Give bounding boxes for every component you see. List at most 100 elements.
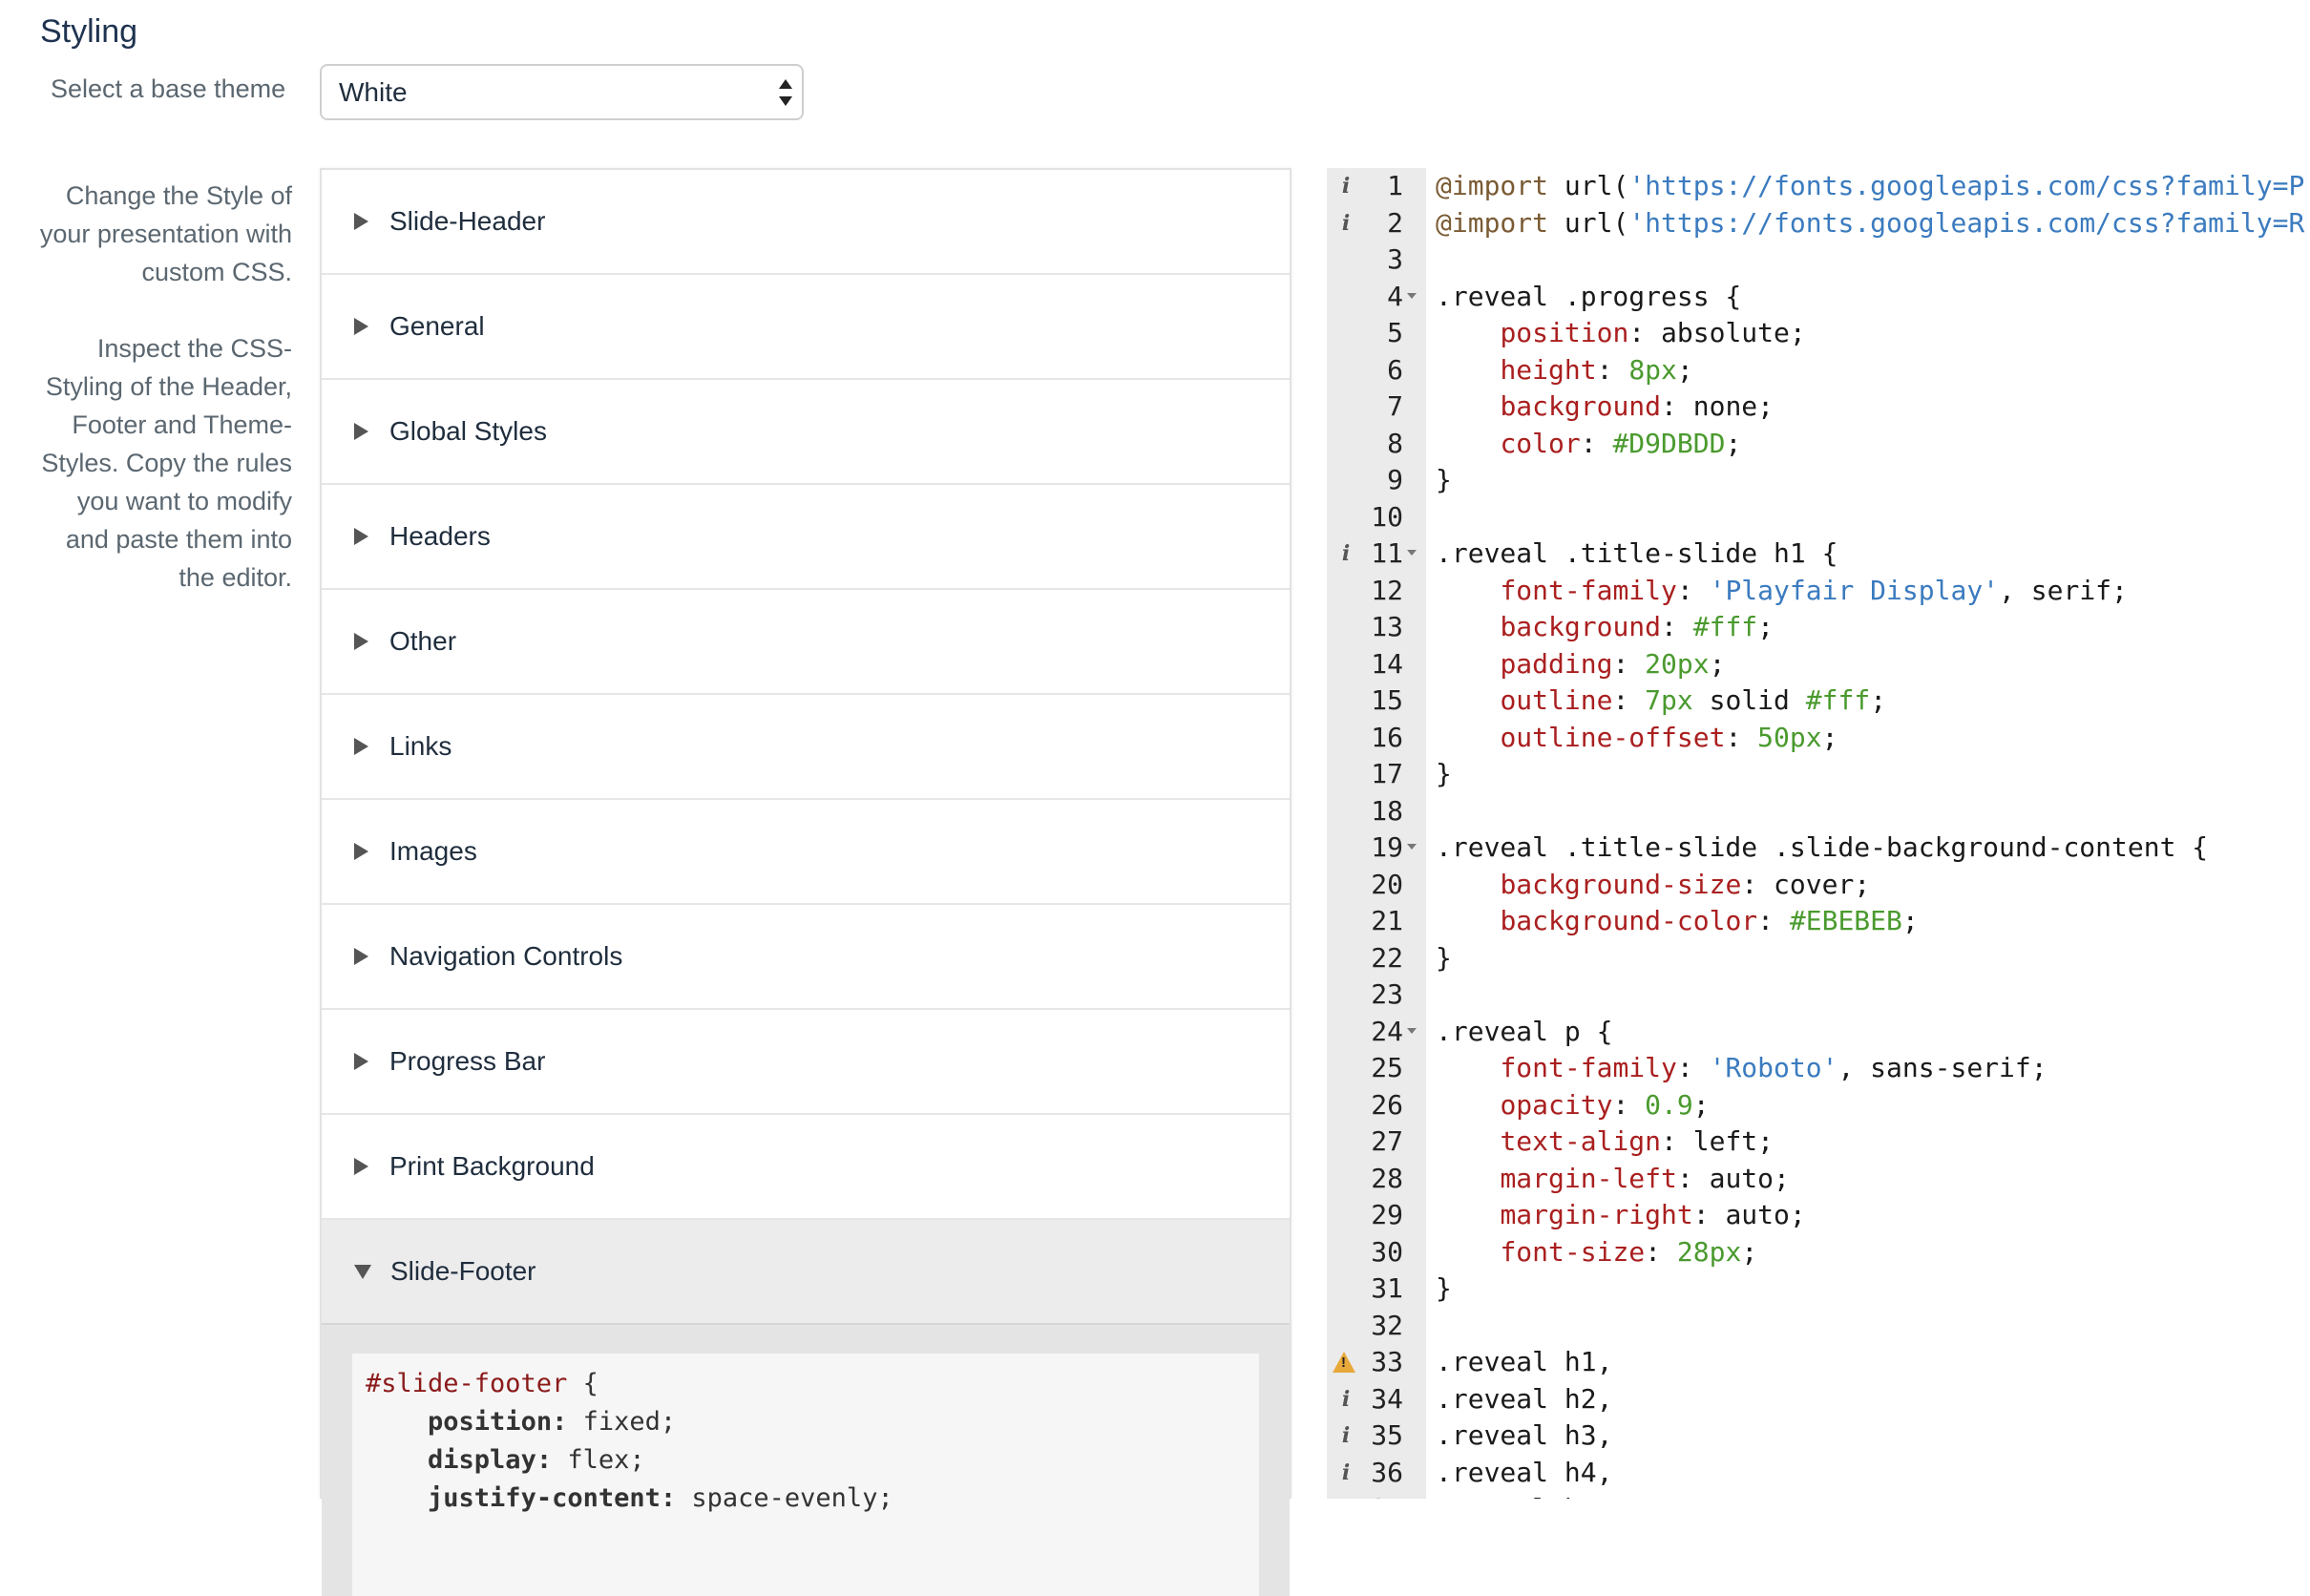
editor-line[interactable]: 26 opacity: 0.9; xyxy=(1327,1087,2310,1124)
editor-line[interactable]: 18 xyxy=(1327,793,2310,830)
editor-line[interactable]: 8 color: #D9DBDD; xyxy=(1327,426,2310,463)
editor-line[interactable]: 7 background: none; xyxy=(1327,388,2310,426)
editor-line[interactable]: 3 xyxy=(1327,242,2310,279)
fold-arrow-icon[interactable] xyxy=(1407,550,1417,556)
triangle-down-icon xyxy=(354,1265,371,1279)
line-content: outline: 7px solid #fff; xyxy=(1436,682,1886,720)
triangle-right-icon xyxy=(354,738,368,755)
editor-line[interactable]: 21 background-color: #EBEBEB; xyxy=(1327,903,2310,940)
editor-line[interactable]: 28 margin-left: auto; xyxy=(1327,1161,2310,1198)
editor-line[interactable]: 32 xyxy=(1327,1308,2310,1345)
line-content: .reveal .title-slide .slide-background-c… xyxy=(1436,830,2208,867)
accordion-item-other[interactable]: Other xyxy=(322,590,1290,695)
line-content: position: absolute; xyxy=(1436,315,1806,352)
code-token: : left; xyxy=(1661,1125,1774,1157)
css-code-editor[interactable]: i1@import url('https://fonts.googleapis.… xyxy=(1327,168,2310,1499)
accordion-item-progress-bar[interactable]: Progress Bar xyxy=(322,1010,1290,1115)
editor-line[interactable]: 12 font-family: 'Playfair Display', seri… xyxy=(1327,573,2310,610)
accordion-item-navigation-controls[interactable]: Navigation Controls xyxy=(322,905,1290,1010)
accordion-item-images[interactable]: Images xyxy=(322,800,1290,905)
line-content: } xyxy=(1436,1270,1452,1308)
line-content: outline-offset: 50px; xyxy=(1436,720,1838,757)
line-content: height: 8px; xyxy=(1436,352,1693,389)
code-token: solid xyxy=(1693,684,1806,716)
line-content: background: none; xyxy=(1436,388,1774,426)
line-number: 8 xyxy=(1327,426,1403,463)
code-token xyxy=(1436,905,1500,936)
code-token: : xyxy=(1757,905,1790,936)
code-token: fixed; xyxy=(567,1407,676,1437)
line-number: 20 xyxy=(1327,867,1403,904)
footer-code-line: #slide-footer { xyxy=(366,1365,1246,1403)
editor-line[interactable]: i2@import url('https://fonts.googleapis.… xyxy=(1327,205,2310,242)
editor-line[interactable]: 24.reveal p { xyxy=(1327,1014,2310,1051)
editor-line[interactable]: 13 background: #fff; xyxy=(1327,609,2310,646)
editor-line[interactable]: 10 xyxy=(1327,499,2310,536)
editor-line[interactable]: 5 position: absolute; xyxy=(1327,315,2310,352)
accordion-item-label: Headers xyxy=(389,521,491,552)
line-number: 21 xyxy=(1327,903,1403,940)
line-number: 29 xyxy=(1327,1197,1403,1234)
help-text-inspect: Inspect the CSS-Styling of the Header, F… xyxy=(29,329,292,597)
code-token: ; xyxy=(1757,611,1774,642)
editor-line[interactable]: 20 background-size: cover; xyxy=(1327,867,2310,904)
editor-line[interactable]: 6 height: 8px; xyxy=(1327,352,2310,389)
editor-line[interactable]: 4.reveal .progress { xyxy=(1327,279,2310,316)
accordion-item-slide-footer[interactable]: Slide-Footer xyxy=(322,1220,1290,1325)
editor-line[interactable]: 22} xyxy=(1327,940,2310,977)
accordion-item-headers[interactable]: Headers xyxy=(322,485,1290,590)
code-token: #D9DBDD xyxy=(1612,428,1725,459)
editor-line[interactable]: 33.reveal h1, xyxy=(1327,1344,2310,1381)
triangle-right-icon xyxy=(354,528,368,545)
code-token: ; xyxy=(1741,1236,1757,1268)
line-number: 15 xyxy=(1327,682,1403,720)
code-token: ; xyxy=(1677,354,1693,386)
code-token: background-size xyxy=(1500,869,1741,900)
line-number: 25 xyxy=(1327,1050,1403,1087)
editor-line[interactable]: 14 padding: 20px; xyxy=(1327,646,2310,683)
editor-line[interactable]: 23 xyxy=(1327,976,2310,1014)
accordion-item-slide-header[interactable]: Slide-Header xyxy=(322,170,1290,275)
accordion-item-print-background[interactable]: Print Background xyxy=(322,1115,1290,1220)
triangle-right-icon xyxy=(354,633,368,650)
line-content: } xyxy=(1436,462,1452,499)
code-token xyxy=(1436,869,1500,900)
accordion-item-links[interactable]: Links xyxy=(322,695,1290,800)
editor-line[interactable]: i34.reveal h2, xyxy=(1327,1381,2310,1418)
editor-line[interactable]: i11.reveal .title-slide h1 { xyxy=(1327,536,2310,573)
code-token: outline xyxy=(1500,684,1612,716)
triangle-right-icon xyxy=(354,1053,368,1070)
editor-line[interactable]: 17} xyxy=(1327,756,2310,793)
line-number: 37 xyxy=(1327,1491,1403,1499)
editor-code-area[interactable]: i1@import url('https://fonts.googleapis.… xyxy=(1327,168,2310,1499)
editor-line[interactable]: 19.reveal .title-slide .slide-background… xyxy=(1327,830,2310,867)
fold-arrow-icon[interactable] xyxy=(1407,1028,1417,1034)
accordion-item-general[interactable]: General xyxy=(322,275,1290,380)
editor-line[interactable]: 25 font-family: 'Roboto', sans-serif; xyxy=(1327,1050,2310,1087)
base-theme-select[interactable]: White xyxy=(320,64,804,120)
editor-line[interactable]: 15 outline: 7px solid #fff; xyxy=(1327,682,2310,720)
code-token: ; xyxy=(1710,648,1726,680)
editor-line[interactable]: 31} xyxy=(1327,1270,2310,1308)
code-token: : absolute; xyxy=(1628,317,1805,348)
editor-line[interactable]: 9} xyxy=(1327,462,2310,499)
editor-line[interactable]: i35.reveal h3, xyxy=(1327,1418,2310,1455)
editor-line[interactable]: i1@import url('https://fonts.googleapis.… xyxy=(1327,168,2310,205)
code-token: 28px xyxy=(1677,1236,1741,1268)
line-content: background-size: cover; xyxy=(1436,867,1870,904)
editor-line[interactable]: 27 text-align: left; xyxy=(1327,1124,2310,1161)
editor-line[interactable]: 29 margin-right: auto; xyxy=(1327,1197,2310,1234)
editor-line[interactable]: 16 outline-offset: 50px; xyxy=(1327,720,2310,757)
fold-arrow-icon[interactable] xyxy=(1407,844,1417,850)
line-number: 36 xyxy=(1327,1455,1403,1492)
editor-line[interactable]: i37.reveal h5, xyxy=(1327,1491,2310,1499)
editor-line[interactable]: 30 font-size: 28px; xyxy=(1327,1234,2310,1271)
accordion-item-label: Print Background xyxy=(389,1151,595,1182)
code-token: 'Playfair Display' xyxy=(1710,575,1999,606)
editor-line[interactable]: i36.reveal h4, xyxy=(1327,1455,2310,1492)
accordion-item-global-styles[interactable]: Global Styles xyxy=(322,380,1290,485)
code-token xyxy=(1436,1052,1500,1083)
fold-arrow-icon[interactable] xyxy=(1407,293,1417,299)
line-number: 13 xyxy=(1327,609,1403,646)
code-token: : xyxy=(1612,684,1645,716)
